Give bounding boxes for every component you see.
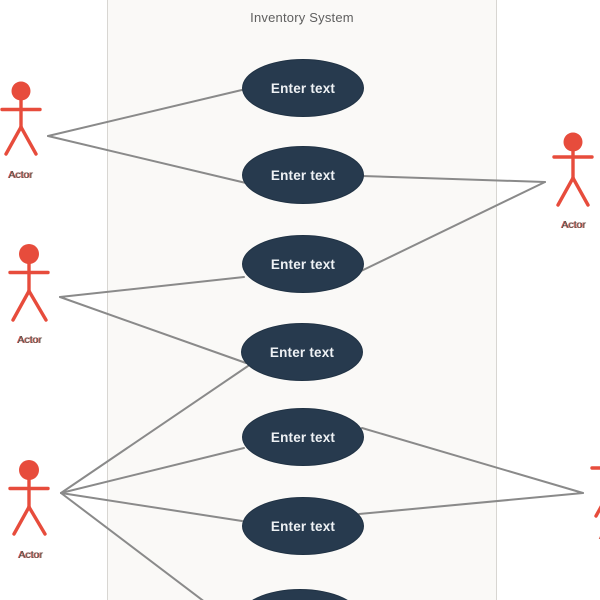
use-case-ellipse-1[interactable]: Enter text (242, 59, 364, 117)
actor-figure-right-top[interactable] (552, 132, 594, 207)
use-case-ellipse-5[interactable]: Enter text (242, 408, 364, 466)
actor-leg-left-icon (594, 505, 600, 518)
actor-leg-left-icon (11, 289, 31, 322)
connector-actor3-uc7[interactable] (60, 492, 255, 600)
actor-label-right-top[interactable]: Actor (561, 219, 587, 231)
use-case-label: Enter text (270, 518, 336, 534)
actor-leg-right-icon (27, 505, 47, 536)
actor-label-left-bottom[interactable]: Actor (18, 549, 44, 561)
use-case-label: Enter text (270, 256, 336, 272)
actor-figure-left-top[interactable] (0, 81, 42, 156)
actor-leg-left-icon (556, 176, 575, 207)
connector-actor3-uc4[interactable] (60, 365, 249, 494)
connector-actor1-uc2[interactable] (47, 135, 247, 184)
use-case-label: Enter text (270, 167, 336, 183)
use-case-label: Enter text (270, 429, 336, 445)
connector-actor3-uc5[interactable] (60, 447, 245, 494)
use-case-label: Enter text (270, 80, 336, 96)
actor-leg-left-icon (4, 125, 23, 156)
use-case-label: Enter text (269, 344, 335, 360)
actor-head-icon (563, 132, 583, 152)
actor-leg-right-icon (19, 125, 38, 156)
actor-head-icon (11, 81, 31, 101)
connector-uc3-ractor1[interactable] (358, 181, 546, 273)
actor-head-icon (19, 460, 39, 480)
connector-actor2-uc4[interactable] (59, 296, 247, 364)
actor-figure-right-middle[interactable] (590, 444, 600, 518)
use-case-ellipse-4[interactable]: Enter text (241, 323, 363, 381)
actor-leg-right-icon (27, 289, 48, 322)
actor-leg-right-icon (571, 176, 590, 207)
connector-actor2-uc3[interactable] (59, 276, 245, 298)
connector-uc5-ractor2[interactable] (361, 427, 584, 494)
use-case-ellipse-3[interactable]: Enter text (242, 235, 364, 293)
actor-leg-left-icon (12, 505, 31, 536)
actor-label-right-middle[interactable]: Actor (590, 530, 600, 542)
system-boundary-title[interactable]: Inventory System (250, 10, 354, 25)
connector-uc6-ractor2[interactable] (358, 492, 584, 515)
connector-actor1-uc1[interactable] (47, 88, 247, 137)
use-case-ellipse-2[interactable]: Enter text (242, 146, 364, 204)
actor-figure-left-middle[interactable] (8, 244, 50, 322)
connector-uc2-ractor1[interactable] (361, 175, 546, 183)
connector-actor3-uc6[interactable] (60, 492, 243, 522)
actor-label-left-middle[interactable]: Actor (17, 334, 43, 346)
actor-figure-left-bottom[interactable] (8, 460, 50, 536)
actor-head-icon (19, 244, 39, 264)
actor-label-left-top[interactable]: Actor (8, 169, 34, 181)
use-case-ellipse-6[interactable]: Enter text (242, 497, 364, 555)
